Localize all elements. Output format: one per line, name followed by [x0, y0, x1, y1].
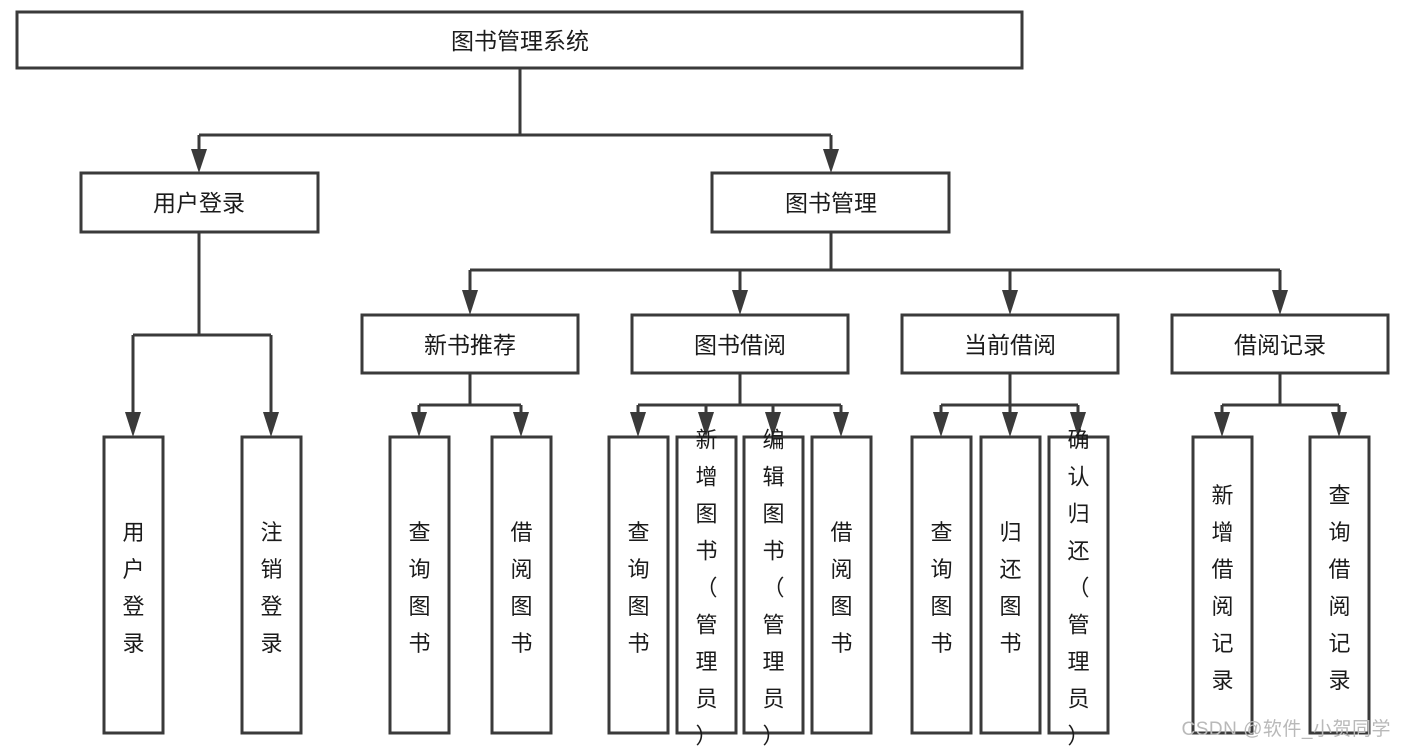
node-user-login-box[interactable] [79, 171, 320, 234]
leaf-user-login-1[interactable]: 用户登录 [102, 435, 165, 735]
node-new-book-recommend-label: 新书推荐 [424, 332, 516, 358]
arrow-head-new-book [462, 290, 478, 315]
leaf-user-login-2[interactable]: 注销登录 [240, 435, 303, 735]
arrow-head-current-borrow [1002, 290, 1018, 315]
leaf-book-borrow-3[interactable]: 编辑图书（管理员） [742, 427, 805, 747]
node-book-manage-label: 图书管理 [785, 190, 877, 216]
node-borrow-record-box[interactable] [1170, 313, 1390, 375]
leaf-book-borrow-2-box[interactable] [675, 435, 738, 735]
arrow-head-book-borrow-leaf-3 [765, 412, 781, 437]
leaf-book-borrow-1[interactable]: 查询图书 [607, 435, 670, 735]
leaf-user-login-2-box[interactable] [240, 435, 303, 735]
leaf-new-book-2-label: 借阅图书 [510, 520, 532, 656]
arrow-head-user-login-leaf-1 [125, 412, 141, 437]
node-book-manage-box[interactable] [710, 171, 951, 234]
leaf-current-borrow-2[interactable]: 归还图书 [979, 435, 1042, 735]
node-book-borrow-label: 图书借阅 [694, 332, 786, 358]
arrow-head-borrow-record [1272, 290, 1288, 315]
leaf-borrow-record-1[interactable]: 新增借阅记录 [1191, 435, 1254, 735]
arrow-head-new-book-leaf-2 [513, 412, 529, 437]
leaf-user-login-1-box[interactable] [102, 435, 165, 735]
leaf-borrow-record-2-label: 查询借阅记录 [1328, 483, 1350, 693]
node-current-borrow-box[interactable] [900, 313, 1120, 375]
connector-layer [125, 68, 1347, 437]
leaf-borrow-record-2-box[interactable] [1308, 435, 1371, 735]
leaf-user-login-1-label: 用户登录 [122, 520, 144, 656]
arrow-head-current-borrow-leaf-2 [1002, 412, 1018, 437]
leaf-new-book-2-box[interactable] [490, 435, 553, 735]
leaf-new-book-1-box[interactable] [388, 435, 451, 735]
arrow-head-book-manage [823, 149, 839, 173]
leaf-book-borrow-3-box[interactable] [742, 435, 805, 735]
node-current-borrow[interactable]: 当前借阅 [900, 313, 1120, 375]
leaf-current-borrow-1[interactable]: 查询图书 [910, 435, 973, 735]
leaf-book-borrow-2[interactable]: 新增图书（管理员） [675, 427, 738, 747]
leaf-current-borrow-2-box[interactable] [979, 435, 1042, 735]
leaf-book-borrow-1-label: 查询图书 [627, 520, 649, 656]
leaf-book-borrow-4[interactable]: 借阅图书 [810, 435, 873, 735]
node-new-book-recommend-box[interactable] [360, 313, 580, 375]
node-user-login-label: 用户登录 [153, 190, 245, 216]
node-borrow-record[interactable]: 借阅记录 [1170, 313, 1390, 375]
node-root-box[interactable] [15, 10, 1024, 70]
arrow-head-current-borrow-leaf-3 [1070, 412, 1086, 437]
arrow-head-borrow-record-leaf-1 [1214, 412, 1230, 437]
leaf-new-book-2[interactable]: 借阅图书 [490, 435, 553, 735]
leaf-book-borrow-4-label: 借阅图书 [830, 520, 852, 656]
leaf-book-borrow-2-label: 新增图书（管理员） [695, 427, 717, 747]
node-root-label: 图书管理系统 [451, 28, 589, 54]
leaf-borrow-record-1-label: 新增借阅记录 [1211, 483, 1233, 693]
arrow-head-book-borrow-leaf-1 [630, 412, 646, 437]
arrow-head-book-borrow-leaf-4 [833, 412, 849, 437]
leaf-current-borrow-1-label: 查询图书 [930, 520, 952, 656]
node-current-borrow-label: 当前借阅 [964, 332, 1056, 358]
arrow-head-user-login-leaf-2 [263, 412, 279, 437]
leaf-current-borrow-3[interactable]: 确认归还（管理员） [1047, 427, 1110, 747]
leaf-book-borrow-4-box[interactable] [810, 435, 873, 735]
node-book-manage[interactable]: 图书管理 [710, 171, 951, 234]
arrow-head-borrow-record-leaf-2 [1331, 412, 1347, 437]
arrow-head-new-book-leaf-1 [411, 412, 427, 437]
arrow-head-book-borrow [732, 290, 748, 315]
leaf-borrow-record-1-box[interactable] [1191, 435, 1254, 735]
node-book-borrow-box[interactable] [630, 313, 850, 375]
leaf-current-borrow-3-box[interactable] [1047, 435, 1110, 735]
leaf-new-book-1[interactable]: 查询图书 [388, 435, 451, 735]
arrow-head-user-login [191, 149, 207, 173]
leaf-user-login-2-label: 注销登录 [260, 520, 282, 656]
leaf-book-borrow-3-label: 编辑图书（管理员） [762, 427, 784, 747]
node-root-system[interactable]: 图书管理系统 [15, 10, 1024, 70]
leaf-current-borrow-1-box[interactable] [910, 435, 973, 735]
node-borrow-record-label: 借阅记录 [1234, 332, 1326, 358]
leaf-current-borrow-2-label: 归还图书 [999, 520, 1021, 656]
node-user-login[interactable]: 用户登录 [79, 171, 320, 234]
leaf-borrow-record-2[interactable]: 查询借阅记录 [1308, 435, 1371, 735]
leaf-book-borrow-1-box[interactable] [607, 435, 670, 735]
leaf-current-borrow-3-label: 确认归还（管理员） [1067, 427, 1089, 747]
arrow-head-book-borrow-leaf-2 [698, 412, 714, 437]
node-book-borrow[interactable]: 图书借阅 [630, 313, 850, 375]
leaf-new-book-1-label: 查询图书 [408, 520, 430, 656]
arrow-head-current-borrow-leaf-1 [933, 412, 949, 437]
node-new-book-recommend[interactable]: 新书推荐 [360, 313, 580, 375]
